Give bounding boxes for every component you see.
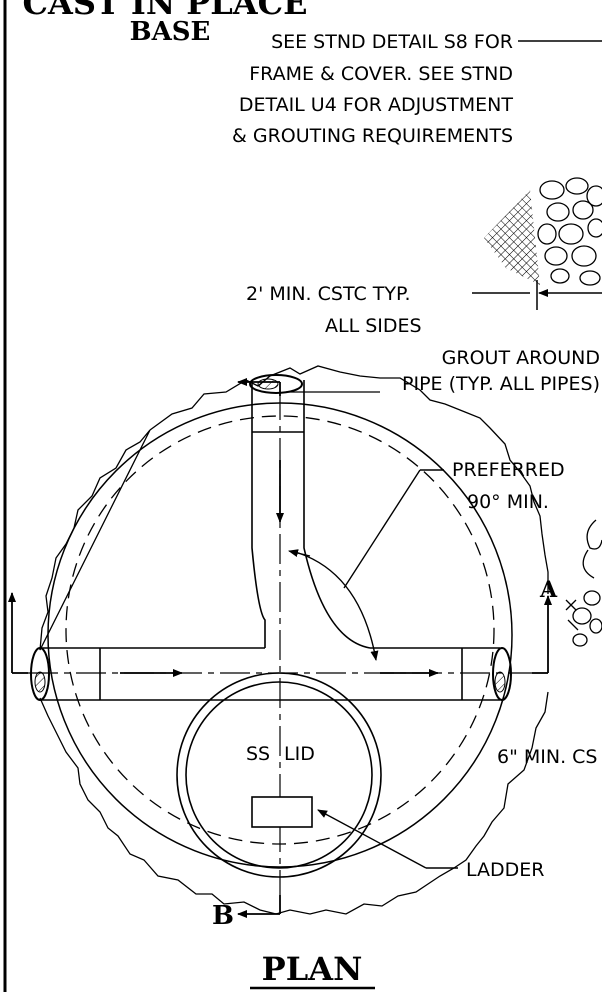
note-line: 90° MIN. xyxy=(467,491,549,513)
right-edge-stone-detail xyxy=(565,519,602,647)
title-line2: BASE xyxy=(130,17,211,47)
pipe-end-top xyxy=(249,374,303,394)
section-b-label: B xyxy=(212,901,234,931)
manhole-lid-inner xyxy=(185,681,373,869)
angle-arc xyxy=(291,550,379,661)
note-line: DETAIL U4 FOR ADJUSTMENT xyxy=(239,94,514,116)
note-line: & GROUTING REQUIREMENTS xyxy=(232,125,513,147)
manhole-lid-outer xyxy=(176,672,382,878)
ladder-rect xyxy=(251,796,313,828)
ladder-leader-diag xyxy=(317,809,427,869)
note-line: PREFERRED xyxy=(452,459,565,481)
cstc-stone-detail xyxy=(484,177,602,286)
frame-cover-note: SEE STND DETAIL S8 FOR FRAME & COVER. SE… xyxy=(232,31,513,147)
horizontal-pipe xyxy=(42,647,500,701)
vertical-pipe-channel xyxy=(251,380,371,649)
note-line: GROUT AROUND xyxy=(442,347,600,369)
ladder-label: LADDER xyxy=(466,859,545,881)
grout-note: GROUT AROUND PIPE (TYP. ALL PIPES) xyxy=(402,347,600,395)
excavation-outline xyxy=(39,365,549,915)
note-line: SEE STND DETAIL S8 FOR xyxy=(271,31,513,53)
lid-label: LID xyxy=(284,743,315,765)
section-a-label: A xyxy=(539,577,558,603)
min-cstc-6-label: 6" MIN. CS xyxy=(497,746,597,768)
note-line: FRAME & COVER. SEE STND xyxy=(249,63,513,85)
note-line: PIPE (TYP. ALL PIPES) xyxy=(402,373,600,395)
view-label: PLAN xyxy=(262,950,363,988)
preferred-leader-diag xyxy=(343,469,421,589)
pipe-end-right xyxy=(492,647,512,701)
section-b-bottom xyxy=(237,895,281,918)
ss-label: SS xyxy=(246,743,270,765)
title-line1: CAST IN PLACE xyxy=(23,0,308,22)
section-b-top xyxy=(237,378,281,396)
note-line: ALL SIDES xyxy=(325,315,422,337)
preferred-note: PREFERRED 90° MIN. xyxy=(452,459,565,513)
cstc-note: 2' MIN. CSTC TYP. ALL SIDES xyxy=(246,283,422,337)
note-line: 2' MIN. CSTC TYP. xyxy=(246,283,411,305)
section-a-right xyxy=(532,595,552,674)
angle-arc-start-arrow xyxy=(288,549,311,557)
pipe-end-left xyxy=(30,647,50,701)
section-a-left xyxy=(7,592,28,674)
